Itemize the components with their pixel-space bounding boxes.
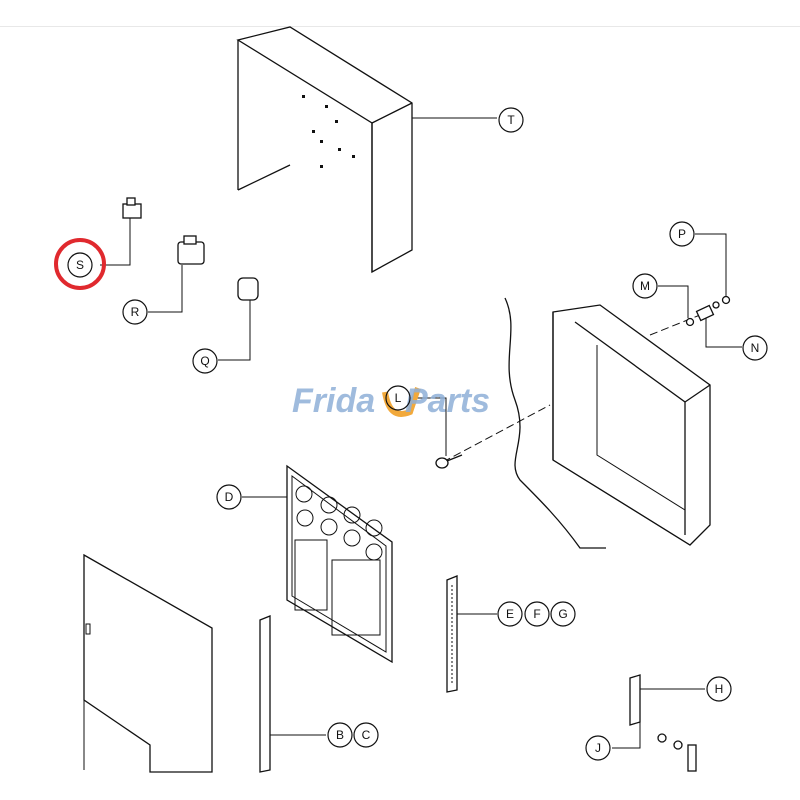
callout-d[interactable]: D (216, 484, 242, 510)
part-r-relay (148, 235, 205, 313)
callout-s[interactable]: S (67, 252, 93, 278)
callout-q[interactable]: Q (192, 348, 218, 374)
svg-text:M: M (640, 279, 650, 293)
callout-p[interactable]: P (669, 221, 695, 247)
svg-text:Q: Q (200, 354, 209, 368)
part-bc-rail (259, 615, 326, 773)
svg-text:B: B (336, 728, 344, 742)
part-q (218, 277, 259, 361)
svg-text:Frida: Frida (292, 382, 375, 420)
callout-m[interactable]: M (632, 273, 658, 299)
svg-text:R: R (131, 305, 140, 319)
svg-text:N: N (751, 341, 760, 355)
svg-text:G: G (558, 607, 567, 621)
callout-e[interactable]: E (497, 601, 523, 627)
svg-text:F: F (533, 607, 540, 621)
part-efg-rail (446, 575, 497, 693)
highlight-ring (54, 238, 106, 290)
svg-text:T: T (507, 113, 515, 127)
callout-r[interactable]: R (122, 299, 148, 325)
svg-text:D: D (225, 490, 234, 504)
svg-text:Parts: Parts (405, 382, 490, 420)
callout-g[interactable]: G (550, 601, 576, 627)
callout-l[interactable]: L (385, 385, 411, 411)
svg-text:S: S (76, 258, 84, 272)
watermark-logo: Frida Parts (292, 382, 490, 420)
callout-b[interactable]: B (327, 722, 353, 748)
callout-n[interactable]: N (742, 335, 768, 361)
svg-text:L: L (395, 391, 402, 405)
top-bar (0, 0, 800, 27)
callout-h[interactable]: H (706, 676, 732, 702)
part-s (100, 197, 142, 266)
part-door (83, 553, 213, 773)
part-t-enclosure (236, 26, 497, 274)
callout-c[interactable]: C (353, 722, 379, 748)
svg-text:J: J (595, 741, 601, 755)
callout-t[interactable]: T (498, 107, 524, 133)
svg-text:H: H (715, 682, 724, 696)
svg-text:C: C (362, 728, 371, 742)
part-d-panel (242, 464, 393, 664)
callout-f[interactable]: F (524, 601, 550, 627)
part-frame (504, 297, 711, 549)
callout-j[interactable]: J (585, 735, 611, 761)
svg-text:E: E (506, 607, 514, 621)
part-hardware-pmn (658, 233, 742, 348)
svg-text:P: P (678, 227, 686, 241)
part-hj-bracket (612, 674, 705, 772)
part-l-bolt (410, 397, 551, 469)
